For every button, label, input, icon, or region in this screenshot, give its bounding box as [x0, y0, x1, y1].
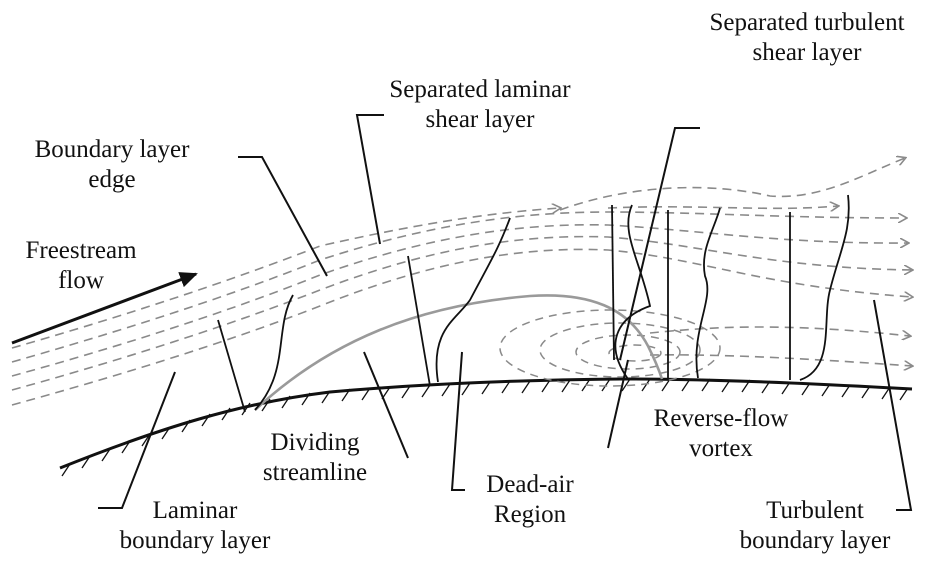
vortex-loop	[539, 322, 701, 378]
label-reverse-flow-vortex: Reverse-flow vortex	[653, 405, 789, 462]
leader-separated-turbulent	[619, 127, 700, 361]
surface-wall	[59, 377, 913, 477]
recirculation-vortex	[499, 309, 721, 387]
vortex-loop	[575, 334, 681, 370]
dividing-streamline-curve	[254, 294, 664, 411]
leader-boundary-layer-edge	[238, 156, 328, 277]
leader-dividing-streamline	[363, 351, 409, 459]
velocity-profile	[799, 194, 850, 381]
profile-baseline	[611, 204, 615, 361]
streamline	[649, 326, 910, 336]
velocity-profile	[614, 204, 652, 380]
label-separated-turbulent-shear-layer: Separated turbulent shear layer	[709, 9, 905, 66]
velocity-profile	[695, 207, 721, 379]
leader-reverse-flow	[607, 359, 629, 449]
velocity-profiles	[217, 194, 850, 413]
label-dead-air-region: Dead-air Region	[486, 471, 574, 528]
label-separated-laminar-shear-layer: Separated laminar shear layer	[389, 76, 571, 133]
vortex-loop	[499, 309, 721, 387]
velocity-profile	[254, 294, 294, 411]
label-boundary-layer-edge: Boundary layer edge	[34, 136, 190, 193]
label-freestream-flow: Freestream flow	[25, 237, 137, 294]
streamline	[11, 224, 908, 377]
label-laminar-boundary-layer: Laminar boundary layer	[119, 497, 271, 554]
label-dividing-streamline: Dividing streamline	[262, 429, 368, 486]
streamline	[607, 206, 838, 208]
label-turbulent-boundary-layer: Turbulent boundary layer	[739, 497, 891, 554]
streamline	[11, 211, 906, 363]
vortex-loop	[608, 344, 662, 362]
streamlines	[11, 158, 912, 406]
velocity-profile	[435, 217, 511, 383]
streamline	[11, 235, 912, 391]
profile-baseline	[217, 319, 246, 413]
streamline	[11, 248, 912, 406]
streamline	[559, 158, 905, 211]
leader-laminar-bl	[98, 371, 176, 509]
leader-lines	[98, 114, 913, 511]
profile-baseline	[407, 255, 431, 387]
leader-turbulent-bl	[873, 299, 913, 511]
surface-hatching	[61, 378, 909, 477]
leader-separated-laminar	[355, 114, 384, 245]
leader-dead-air	[450, 351, 465, 491]
freestream-arrow	[11, 272, 198, 345]
